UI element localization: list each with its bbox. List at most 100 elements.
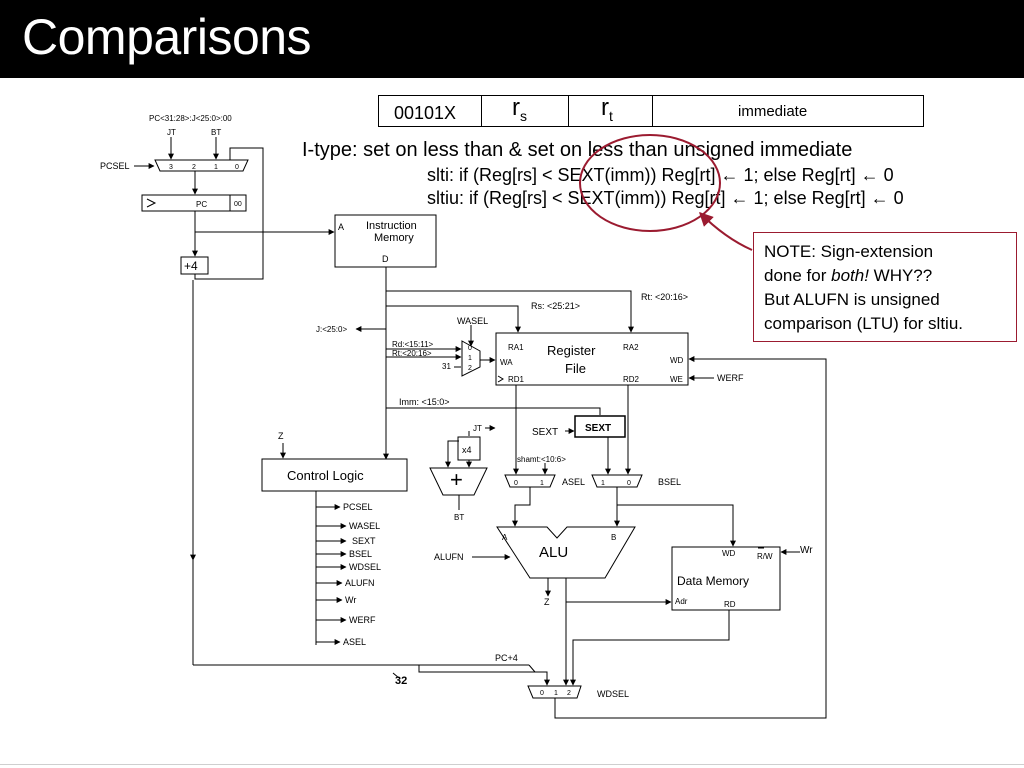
const31-label: 31 xyxy=(442,362,451,371)
rt-label: rt xyxy=(601,94,613,124)
bt-label: BT xyxy=(211,128,221,137)
adder-plus-label: + xyxy=(450,467,463,492)
j-field-label: J:<25:0> xyxy=(316,325,347,334)
sext-input-label: SEXT xyxy=(532,427,558,438)
wamux-input-2: 2 xyxy=(468,365,472,372)
instruction-format: 00101X rs rt immediate xyxy=(378,94,924,127)
imem-label-2: Memory xyxy=(374,232,414,244)
asel-label: ASEL xyxy=(562,477,585,487)
ctrl-out-wr: Wr xyxy=(345,595,356,605)
sltiu-description: sltiu: if (Reg[rs] < SEXT(imm)) Reg[rt] … xyxy=(427,188,904,208)
wdmux-input-1: 1 xyxy=(554,690,558,697)
pc-label: PC xyxy=(196,200,207,209)
note-line-1: NOTE: Sign-extension xyxy=(764,242,934,261)
pcmux-input-3: 3 xyxy=(169,164,173,171)
register-file xyxy=(495,332,689,386)
opcode-label: 00101X xyxy=(394,103,457,123)
wamux-input-1: 1 xyxy=(468,355,472,362)
alu-z-label: Z xyxy=(544,597,550,607)
pc4-label: PC+4 xyxy=(495,653,518,663)
title-bar: Comparisons xyxy=(0,0,1024,78)
rt-field-label: Rt: <20:16> xyxy=(641,292,688,302)
imm-field-label: Imm: <15:0> xyxy=(399,397,450,407)
sext-box-label: SEXT xyxy=(585,423,611,434)
pc-mux xyxy=(154,159,249,172)
data-memory xyxy=(671,546,781,611)
alu-label: ALU xyxy=(539,544,568,561)
dmem-adr-label: Adr xyxy=(675,597,688,606)
note-line-4: comparison (LTU) for sltiu. xyxy=(764,314,964,333)
highlight-arrow xyxy=(699,212,753,251)
pcmux-input-1: 1 xyxy=(214,164,218,171)
note-line-3: But ALUFN is unsigned xyxy=(764,290,940,309)
alu-b-label: B xyxy=(611,533,616,542)
ctrl-out-pcsel: PCSEL xyxy=(343,502,373,512)
plus4-box xyxy=(180,256,209,275)
rs-field: rs xyxy=(482,94,569,126)
immediate-label: immediate xyxy=(738,103,808,120)
ra1-label: RA1 xyxy=(508,343,524,352)
ctrl-out-bsel: BSEL xyxy=(349,549,372,559)
pcmux-input-2: 2 xyxy=(192,164,196,171)
wdmux-input-2: 2 xyxy=(567,690,571,697)
dmem-rw-label: R/W xyxy=(757,552,773,561)
shamt-label: shamt:<10:6> xyxy=(517,455,566,464)
z-top-label: Z xyxy=(278,431,284,441)
wa-mux xyxy=(461,340,481,377)
ra2-label: RA2 xyxy=(623,343,639,352)
ctrl-out-werf: WERF xyxy=(349,615,376,625)
ctrl-out-wdsel: WDSEL xyxy=(349,562,381,572)
imem-label-1: Instruction xyxy=(366,220,417,232)
wd-label: WD xyxy=(670,356,684,365)
wasel-label: WASEL xyxy=(457,316,488,326)
jt2-label: JT xyxy=(473,424,482,433)
instruction-memory xyxy=(334,214,437,268)
ctrl-out-wasel: WASEL xyxy=(349,521,380,531)
rd-field-label: Rd:<15:11> xyxy=(392,340,434,349)
register-file-label-1: Register xyxy=(547,343,596,358)
control-logic-box xyxy=(261,458,408,492)
dmem-wd-label: WD xyxy=(722,549,736,558)
register-file-label-2: File xyxy=(565,361,586,376)
x4-label: x4 xyxy=(462,445,472,455)
bsel-label: BSEL xyxy=(658,477,681,487)
asel-input-1: 1 xyxy=(540,480,544,487)
rt-field2-label: Rt:<20:16> xyxy=(392,349,432,358)
ctrl-out-alufn: ALUFN xyxy=(345,578,375,588)
wa-label: WA xyxy=(500,358,513,367)
slti-description: slti: if (Reg[rs] < SEXT(imm)) Reg[rt] ←… xyxy=(427,165,894,185)
wdsel-label: WDSEL xyxy=(597,689,629,699)
pc-low-label: 00 xyxy=(234,201,242,208)
ctrl-out-asel: ASEL xyxy=(343,637,366,647)
bottom-divider xyxy=(0,764,1024,765)
branch-adder xyxy=(429,467,488,496)
itype-description: I-type: set on less than & set on less t… xyxy=(302,139,853,161)
wr-label: Wr xyxy=(800,545,813,556)
wd-mux xyxy=(527,685,582,699)
rd1-label: RD1 xyxy=(508,375,525,384)
rs-field-label: Rs: <25:21> xyxy=(531,301,580,311)
rd2-label: RD2 xyxy=(623,375,640,384)
note-box: NOTE: Sign-extension done for both! WHY?… xyxy=(753,232,1017,342)
bsel-input-0: 0 xyxy=(627,480,631,487)
x4-box xyxy=(457,436,481,461)
bus32-label: 32 xyxy=(395,675,407,687)
jt-label: JT xyxy=(167,128,176,137)
bsel-input-1: 1 xyxy=(601,480,605,487)
asel-input-0: 0 xyxy=(514,480,518,487)
pc-register xyxy=(141,194,247,212)
control-logic-label: Control Logic xyxy=(287,468,364,483)
alu-a-label: A xyxy=(502,533,508,542)
bt2-label: BT xyxy=(454,513,464,522)
alu xyxy=(496,526,636,579)
pcsel-label: PCSEL xyxy=(100,161,130,171)
imem-d-label: D xyxy=(382,254,389,264)
asel-mux xyxy=(504,474,556,488)
rs-label: rs xyxy=(512,94,527,124)
plus4-label: +4 xyxy=(184,259,198,273)
rt-field: rt xyxy=(569,94,653,126)
imem-a-label: A xyxy=(338,222,344,232)
bsel-mux xyxy=(591,474,643,488)
note-line-2: done for both! WHY?? xyxy=(764,266,933,285)
pcmux-input-0: 0 xyxy=(235,164,239,171)
